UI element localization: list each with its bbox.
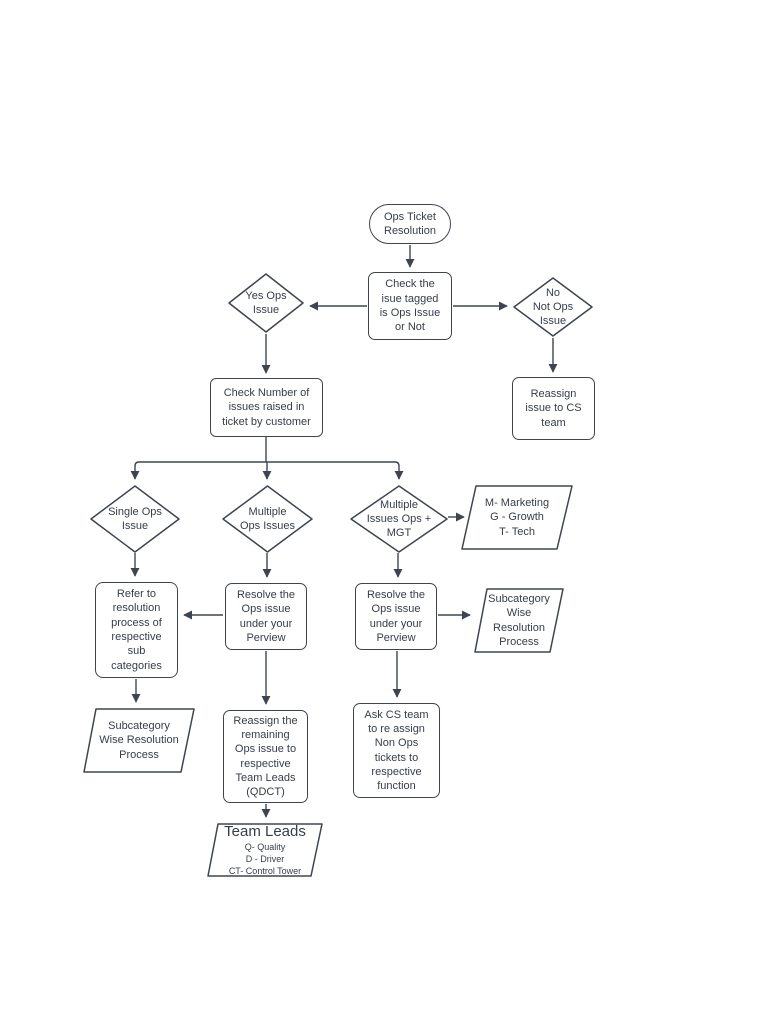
parallelogram-shape bbox=[474, 588, 564, 653]
node-multiple-issues-ops-mgt: Multiple Issues Ops + MGT bbox=[350, 485, 448, 553]
node-check-number-of-issues: Check Number of issues raised in ticket … bbox=[210, 378, 323, 437]
node-refer-resolution-process-label: Refer to resolution process of respectiv… bbox=[111, 588, 162, 672]
diamond-shape bbox=[90, 485, 180, 553]
node-resolve-ops-issue-right: Resolve the Ops issue under your Perview bbox=[355, 583, 437, 650]
diamond-shape bbox=[228, 273, 304, 333]
node-start-label: Ops Ticket Resolution bbox=[384, 210, 436, 237]
node-yes-ops-issue: Yes Ops Issue bbox=[228, 273, 304, 333]
node-team-leads: Team Leads Q- Quality D - Driver CT- Con… bbox=[207, 823, 323, 877]
node-yes-ops-issue-label: Yes Ops Issue bbox=[245, 289, 287, 316]
node-team-leads-legend: Q- Quality D - Driver CT- Control Tower bbox=[228, 841, 302, 877]
node-check-issue-tag: Check the isue tagged is Ops Issue or No… bbox=[368, 272, 452, 340]
node-no-not-ops-issue: No Not Ops Issue bbox=[513, 277, 593, 337]
node-mgt-legend-label: M- Marketing G - Growth T- Tech bbox=[484, 497, 550, 538]
node-ask-cs-team: Ask CS team to re assign Non Ops tickets… bbox=[353, 703, 440, 798]
node-multiple-issues-ops-mgt-label: Multiple Issues Ops + MGT bbox=[366, 498, 432, 540]
node-reassign-cs-team: Reassign issue to CS team bbox=[512, 377, 595, 440]
node-no-not-ops-issue-label: No Not Ops Issue bbox=[532, 286, 574, 328]
node-ask-cs-team-label: Ask CS team to re assign Non Ops tickets… bbox=[364, 708, 429, 793]
node-subcategory-resolution-right: Subcategory Wise Resolution Process bbox=[474, 588, 564, 653]
node-resolve-ops-issue-mid: Resolve the Ops issue under your Perview bbox=[225, 583, 307, 650]
node-subcategory-resolution-right-label: Subcategory Wise Resolution Process bbox=[488, 592, 550, 648]
node-reassign-remaining-label: Reassign the remaining Ops issue to resp… bbox=[233, 714, 298, 799]
edge-branch-to-multiple-mgt bbox=[266, 461, 404, 480]
node-subcategory-resolution-left-label: Subcategory Wise Resolution Process bbox=[99, 720, 179, 761]
node-reassign-cs-team-label: Reassign issue to CS team bbox=[525, 388, 582, 429]
node-resolve-ops-issue-right-label: Resolve the Ops issue under your Perview bbox=[366, 588, 426, 644]
node-refer-resolution-process: Refer to resolution process of respectiv… bbox=[95, 582, 178, 678]
parallelogram-shape bbox=[461, 485, 573, 550]
diamond-shape bbox=[222, 485, 313, 553]
node-mgt-legend: M- Marketing G - Growth T- Tech bbox=[461, 485, 573, 550]
parallelogram-shape bbox=[83, 708, 195, 773]
team-leads-text: Team Leads Q- Quality D - Driver CT- Con… bbox=[224, 823, 306, 878]
node-reassign-remaining: Reassign the remaining Ops issue to resp… bbox=[223, 710, 308, 803]
edge-branch-to-single bbox=[130, 461, 266, 480]
node-check-number-of-issues-label: Check Number of issues raised in ticket … bbox=[222, 387, 311, 428]
diamond-shape bbox=[513, 277, 593, 337]
node-start-terminator: Ops Ticket Resolution bbox=[369, 204, 451, 244]
node-multiple-ops-issues: Multiple Ops Issues bbox=[222, 485, 313, 553]
node-team-leads-title: Team Leads bbox=[224, 822, 306, 840]
node-check-issue-tag-label: Check the isue tagged is Ops Issue or No… bbox=[379, 278, 441, 334]
node-single-ops-issue: Single Ops Issue bbox=[90, 485, 180, 553]
diamond-shape bbox=[350, 485, 448, 553]
node-resolve-ops-issue-mid-label: Resolve the Ops issue under your Perview bbox=[236, 588, 296, 644]
node-multiple-ops-issues-label: Multiple Ops Issues bbox=[239, 505, 296, 532]
parallelogram-shape bbox=[207, 823, 323, 877]
node-subcategory-resolution-left: Subcategory Wise Resolution Process bbox=[83, 708, 195, 773]
node-single-ops-issue-label: Single Ops Issue bbox=[108, 505, 162, 532]
